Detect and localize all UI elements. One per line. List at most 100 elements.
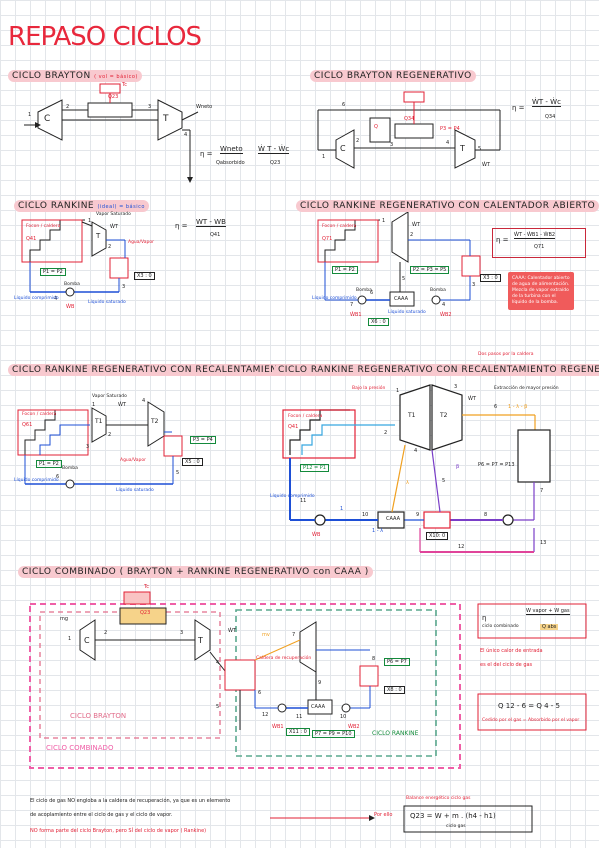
rb-bajo: Bajo la presión [352,386,386,391]
rc-eff-den: Q71 [534,244,545,250]
bottom-line-3: NO forma parte del ciclo Brayton, pero S… [30,828,207,834]
rb-caaa: CAAA [386,516,401,522]
rb-x10: X10: 0 [426,532,449,540]
rc-label-4: 4 [442,302,446,308]
cb-calor-1: El único calor de entrada [480,648,543,654]
br-label-4: 4 [446,140,450,146]
rb-fl: 1 - λ - β [508,404,528,410]
rc-p235: P2 = P3 = P5 [410,266,450,274]
rr-t1: T1 [95,418,103,425]
rc-liq: Líquido comprimido [312,296,357,301]
rk-vapor: Vapor Saturado [96,212,131,217]
rr-bomba: Bomba [62,466,78,471]
rankine-heading: CICLO RANKINE (ideal) = básico [14,200,149,212]
cb-label-11: 11 [296,714,303,720]
cb-balance-sub: ciclo gas [446,824,466,829]
brayton-eff-den1: Qabsorbido [216,160,245,166]
cb-eff-num: W vapor + W gas [526,608,570,615]
br-compressor: C [340,144,346,153]
cb-eff-sub: ciclo combinado [482,624,519,629]
brayton-heading: CICLO BRAYTON ( vol = básico) [8,70,142,82]
cb-label-3: 3 [180,630,184,636]
rankine-both-heading: CICLO RANKINE REGENERATIVO CON RECALENTA… [274,364,599,376]
rankine-cal-heading: CICLO RANKINE REGENERATIVO CON CALENTADO… [296,200,599,212]
rk-bomba: Bomba [64,282,80,287]
rc-x6: X6 : 0 [368,318,389,326]
rk-liq-sat: Líquido saturado [88,300,126,305]
rc-label-7: 7 [350,302,354,308]
combinado-formula-boxes [403,603,587,833]
rr-wt: ẆT [118,402,126,408]
rb-q41: Q41 [288,424,299,430]
rb-fa: λ [406,480,409,486]
cb-p7p9: P7 = P9 = P10 [312,730,355,738]
rc-label-2: 2 [410,232,414,238]
cb-q23: Q23 [140,610,151,616]
page-title: REPASO CICLOS [8,22,202,52]
cb-eff-den: Q abs [540,624,559,630]
brayton-eff-num1: Wneto [220,145,243,154]
brayton-label-2: 2 [66,104,70,110]
rb-label-11: 11 [300,498,307,504]
cb-label-5: 5 [216,704,220,710]
cb-p6p7: P6 = P7 [384,658,410,666]
rr-vapor: Vapor Saturado [92,394,127,399]
rb-extr: Extracción de mayor presión [494,386,559,391]
rb-label-4: 4 [414,448,418,454]
rr-agua: Agua/Vapor [120,458,147,463]
rb-wb: ẆB [312,532,321,538]
cb-turbine: T [198,636,203,645]
rb-label-12: 12 [458,544,465,550]
cb-q-eq: Q 12 - 6 = Q 4 - 5 [498,702,561,710]
rb-wt: ẆT [468,396,476,402]
rk-turbine: T [96,232,101,240]
rc-wb1: ẆB1 [350,312,362,318]
rk-p12: P1 = P2 [40,268,66,276]
rk-label-3: 3 [122,284,126,290]
rc-eff-box [492,228,586,258]
rc-label-3: 3 [472,282,476,288]
rc-label-1: 1 [382,218,386,224]
cb-mv: mv [262,632,270,638]
rankine-cal-diagram [317,211,481,307]
cb-label-1: 1 [68,636,72,642]
rc-note: CAAA: Calentador abierto de agua de alim… [508,272,574,310]
cb-caaa: CAAA [311,704,326,710]
rankine-both-diagram [282,384,551,553]
br-turbine: T [460,144,465,153]
br-eff-lhs: η = [512,104,525,112]
combinado-diagram [29,591,461,769]
brayton-eff-den2: Q23 [270,160,281,166]
rk-eff-lhs: η = [175,222,188,230]
brayton-tc: Tc [122,82,127,88]
cb-tc: Tc [144,584,149,590]
rb-label-10: 10 [362,512,369,518]
cb-mg: mg [60,616,69,622]
rk-wt: ẆT [110,224,118,230]
rk-agua: Agua/Vapor [128,240,155,245]
rb-label-6: 6 [494,404,498,410]
rr-t2: T2 [151,418,159,425]
br-label-5: 5 [478,146,482,152]
br-label-1: 1 [322,154,326,160]
cb-wt: ẆT [228,628,236,634]
rb-label-2: 2 [384,430,388,436]
brayton-diagram [24,83,199,183]
cb-label-9: 9 [318,680,322,686]
br-label-6: 6 [342,102,346,108]
br-pp: P3 = P4 [440,126,460,132]
rc-foco: Focon / caldera [322,224,357,229]
rr-x5: X5 : 0 [182,458,203,466]
rr-liq-sat: Líquido saturado [116,488,154,493]
rc-caaa: CAAA [394,296,409,302]
cb-combinado: CICLO COMBINADO [46,744,114,752]
rc-eff-lhs: η = [496,236,509,244]
rc-wb2: ẆB2 [440,312,452,318]
cb-label-6: 6 [258,690,262,696]
brayton-eff-num2: Ẇ T - Ẇc [258,145,290,154]
rb-foco: Focon / caldera [288,414,323,419]
cb-wb2: ẆB2 [348,724,360,730]
br-label-2: 2 [356,138,360,144]
rankine-diagram [21,219,129,297]
rk-foco: Focon / caldera [26,224,61,229]
